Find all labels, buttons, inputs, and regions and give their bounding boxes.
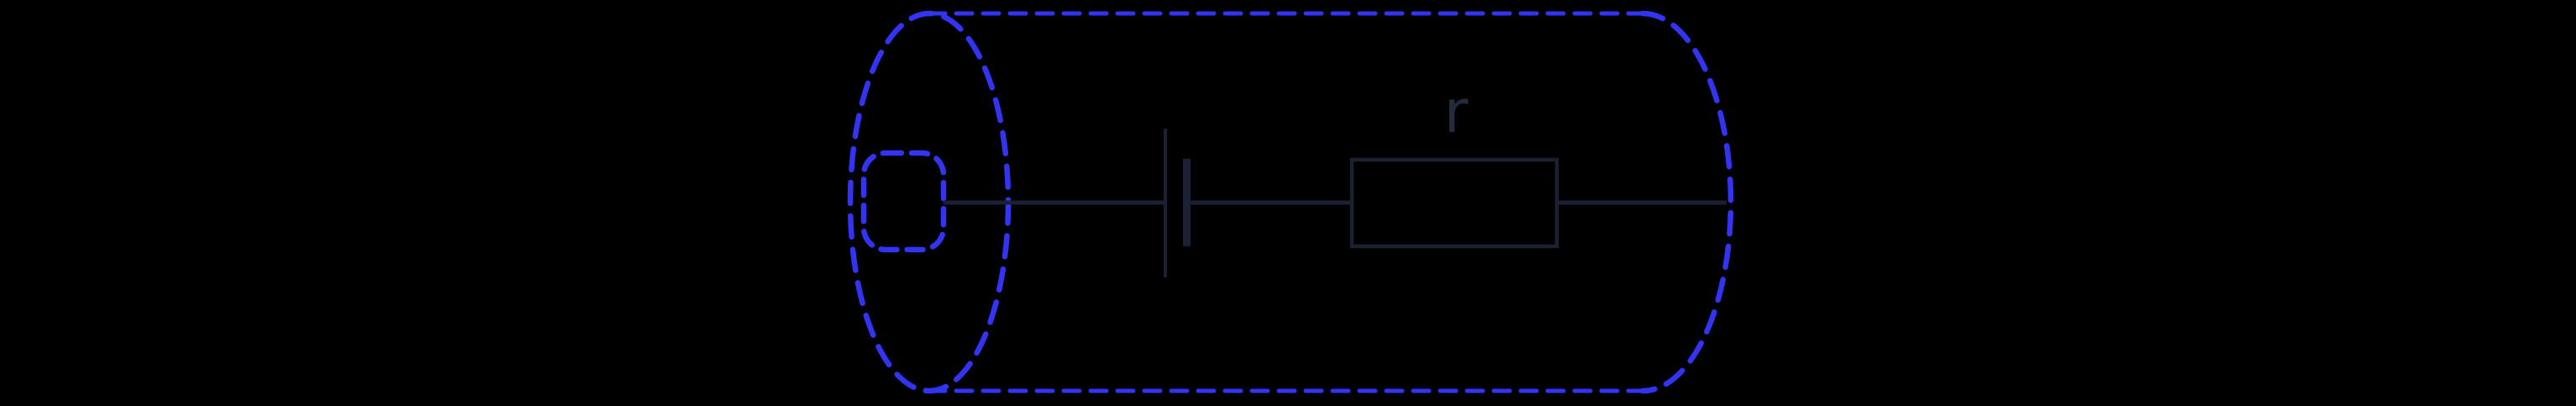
internal-resistor-box [1349,157,1559,249]
internal-resistance-label: r [1444,77,1469,146]
battery-right-end-cap [1639,10,1734,394]
battery-terminal-button [860,150,947,253]
